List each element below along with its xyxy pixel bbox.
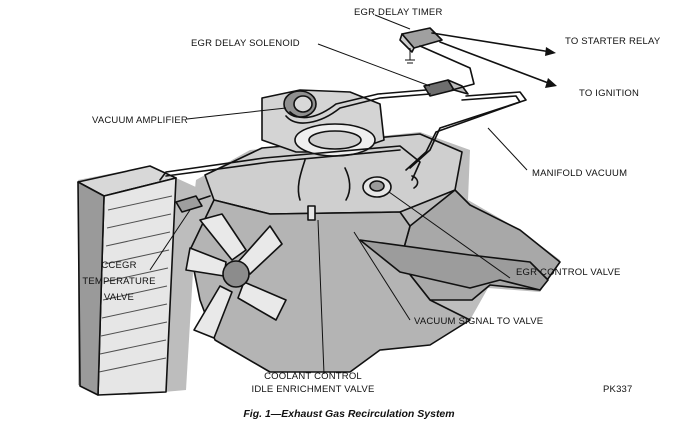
egr-delay-solenoid-component: [423, 79, 469, 97]
label-egr-delay-timer: EGR DELAY TIMER: [354, 7, 443, 18]
figure-caption: Fig. 1—Exhaust Gas Recirculation System: [243, 408, 454, 420]
label-ccegr-line1: CCEGR: [101, 260, 136, 271]
label-ccegr-line3: VALVE: [104, 292, 134, 303]
label-ccegr-line2: TEMPERATURE: [82, 276, 155, 287]
radiator: [77, 165, 198, 396]
label-coolant-line1: COOLANT CONTROL: [264, 371, 362, 382]
label-egr-control-valve: EGR CONTROL VALVE: [516, 267, 621, 278]
label-vacuum-amplifier: VACUUM AMPLIFIER: [92, 115, 188, 126]
label-to-ignition: TO IGNITION: [579, 88, 639, 99]
label-to-starter-relay: TO STARTER RELAY: [565, 36, 661, 47]
cooling-fan: [185, 213, 287, 339]
label-coolant-line2: IDLE ENRICHMENT VALVE: [252, 384, 375, 395]
label-egr-delay-solenoid: EGR DELAY SOLENOID: [191, 38, 300, 49]
vacuum-amplifier-component: [283, 90, 317, 118]
figure-code: PK337: [603, 384, 633, 395]
engine-block: [188, 89, 561, 373]
wires: [419, 32, 557, 91]
leader-lines: [149, 14, 528, 375]
vacuum-hoses: [159, 89, 527, 221]
label-manifold-vacuum: MANIFOLD VACUUM: [532, 168, 627, 179]
label-vacuum-signal-to-valve: VACUUM SIGNAL TO VALVE: [414, 316, 543, 327]
